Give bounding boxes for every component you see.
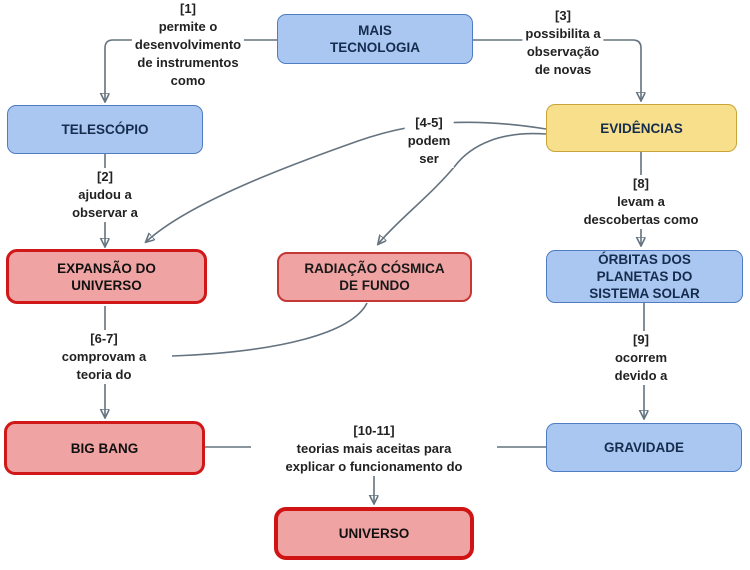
node-gravidade: GRAVIDADE: [546, 423, 742, 472]
node-big-bang: BIG BANG: [4, 421, 205, 475]
node-universo: UNIVERSO: [274, 507, 474, 560]
node-label: ÓRBITAS DOS PLANETAS DO SISTEMA SOLAR: [589, 252, 700, 301]
node-label: MAIS TECNOLOGIA: [330, 23, 420, 55]
edge-evidencias-expansao-curve: [147, 121, 547, 241]
node-expansao-do-universo: EXPANSÃO DO UNIVERSO: [6, 249, 207, 304]
node-label: EVIDÊNCIAS: [600, 120, 683, 136]
edge-mais-tecnologia-telescopio: [105, 39, 277, 100]
edge-radiacao-comprovam-curve: [171, 302, 368, 357]
edge-label-2: [2] ajudou a observar a: [69, 168, 141, 222]
node-label: TELESCÓPIO: [61, 122, 149, 137]
node-label: BIG BANG: [70, 440, 139, 456]
node-evidencias: EVIDÊNCIAS: [546, 104, 737, 152]
edge-mais-tecnologia-evidencias: [473, 39, 641, 99]
node-label: GRAVIDADE: [603, 440, 684, 455]
node-label: RADIAÇÃO CÓSMICA DE FUNDO: [304, 261, 445, 293]
node-orbitas-dos-planetas: ÓRBITAS DOS PLANETAS DO SISTEMA SOLAR: [546, 250, 743, 303]
node-mais-tecnologia: MAIS TECNOLOGIA: [277, 14, 473, 64]
node-label: EXPANSÃO DO UNIVERSO: [57, 260, 156, 293]
edge-label-9: [9] ocorrem devido a: [611, 331, 671, 385]
edge-label-4-5: [4-5] podem ser: [404, 114, 454, 168]
edge-label-8: [8] levam a descobertas como: [580, 175, 702, 229]
edge-label-6-7: [6-7] comprovam a teoria do: [58, 330, 150, 384]
edge-evidencias-radiacao-curve: [379, 132, 547, 243]
node-radiacao-cosmica-de-fundo: RADIAÇÃO CÓSMICA DE FUNDO: [277, 252, 472, 302]
edge-label-10-11: [10-11] teorias mais aceitas para explic…: [282, 422, 466, 476]
edge-label-1: [1] permite o desenvolvimento de instrum…: [131, 0, 245, 90]
node-telescopio: TELESCÓPIO: [7, 105, 203, 154]
edge-label-3: [3] possibilita a observação de novas: [522, 7, 604, 79]
node-label: UNIVERSO: [338, 526, 410, 541]
